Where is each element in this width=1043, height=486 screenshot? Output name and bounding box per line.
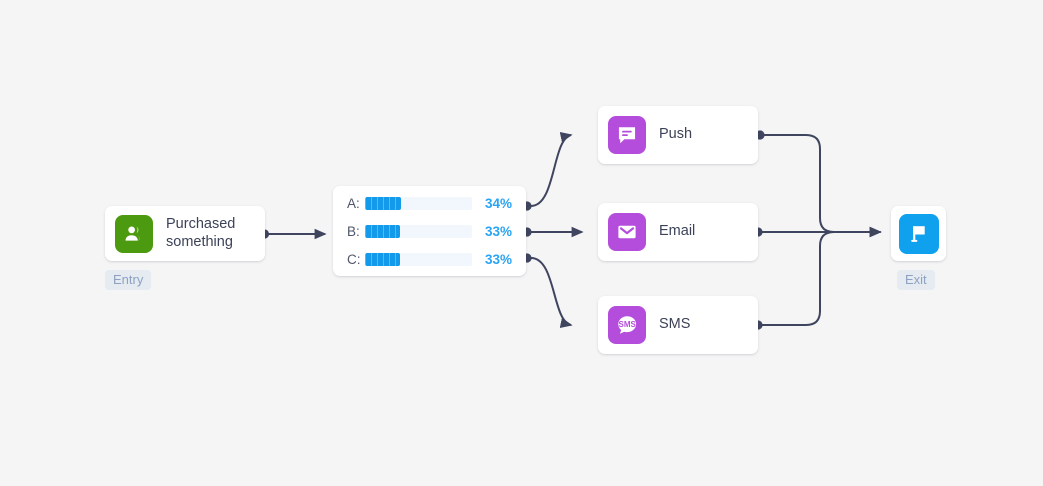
sms-bubble-icon: SMS <box>608 306 646 344</box>
split-row-bar-fill <box>365 252 401 266</box>
split-row-bar-fill <box>365 224 401 238</box>
sms-node-label: SMS <box>659 316 691 333</box>
edge-push-to-exit <box>755 130 882 238</box>
exit-node[interactable] <box>891 206 946 261</box>
push-bubble-icon <box>608 116 646 154</box>
envelope-icon <box>608 213 646 251</box>
sms-icon-text: SMS <box>619 320 637 329</box>
entry-node-label: Purchased something <box>166 215 236 250</box>
edge-entry-to-split <box>259 228 327 240</box>
people-icon <box>115 214 153 253</box>
exit-badge: Exit <box>897 270 935 290</box>
flag-icon <box>898 213 939 254</box>
split-row-percent: 33% <box>484 223 512 239</box>
email-node-label: Email <box>659 223 696 240</box>
entry-badge: Entry <box>105 270 152 290</box>
split-node[interactable]: A: 34% B: 33% C: 33% <box>333 186 526 276</box>
split-row-bar <box>365 196 472 210</box>
entry-node[interactable]: Purchased something <box>105 206 265 261</box>
split-row[interactable]: B: 33% <box>347 223 512 239</box>
split-row[interactable]: A: 34% <box>347 195 512 211</box>
push-node-label: Push <box>659 126 693 143</box>
sms-node[interactable]: SMS SMS <box>598 296 758 354</box>
split-row-percent: 33% <box>484 251 512 267</box>
split-row-bar <box>365 224 472 238</box>
edge-sms-to-exit <box>753 226 882 330</box>
email-node[interactable]: Email <box>598 203 758 261</box>
split-row[interactable]: C: 33% <box>347 251 512 267</box>
sms-node-row: SMS SMS <box>608 296 758 354</box>
split-rows: A: 34% B: 33% C: 33% <box>333 195 526 267</box>
entry-node-row: Purchased something <box>115 206 265 261</box>
push-node[interactable]: Push <box>598 106 758 164</box>
split-row-bar <box>365 252 472 266</box>
email-node-row: Email <box>608 203 758 261</box>
split-row-key: A: <box>347 195 360 211</box>
edge-split-a-to-push <box>522 132 573 211</box>
edge-email-to-exit <box>753 226 882 238</box>
split-row-percent: 34% <box>484 195 512 211</box>
split-row-key: C: <box>347 251 361 267</box>
split-row-key: B: <box>347 223 360 239</box>
split-row-bar-fill <box>365 196 402 210</box>
edge-split-b-to-email <box>522 226 584 238</box>
edge-split-c-to-sms <box>522 253 573 328</box>
push-node-row: Push <box>608 106 758 164</box>
